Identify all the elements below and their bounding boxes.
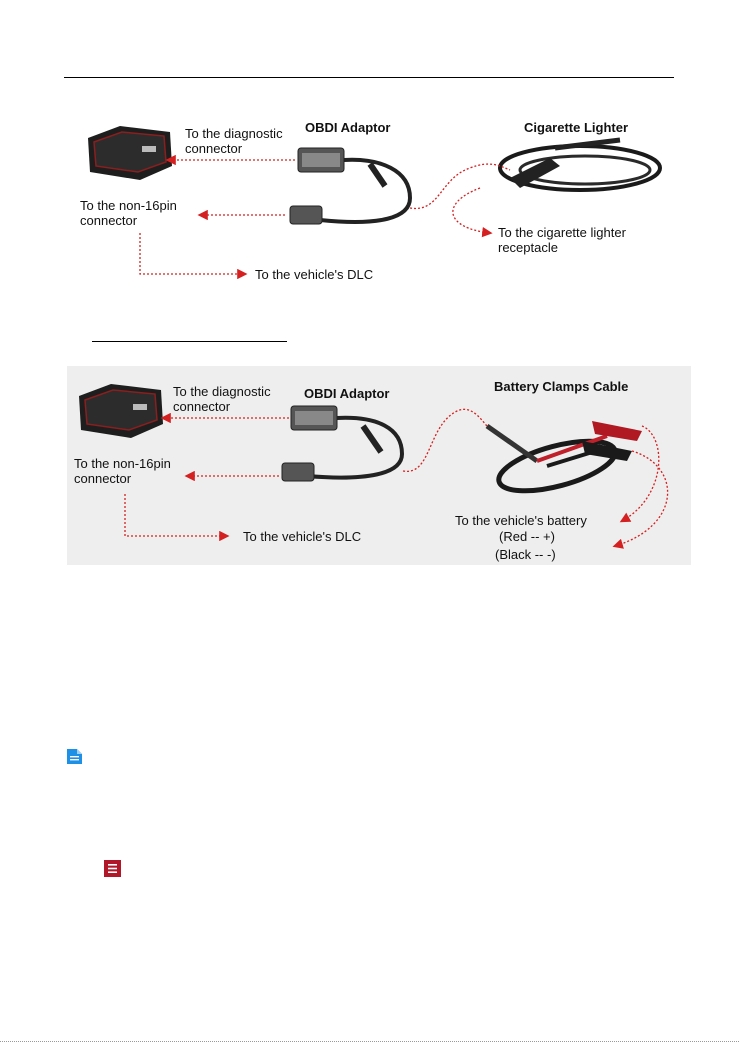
caption-underline <box>92 341 287 342</box>
receptacle-label-line1: To the cigarette lighter <box>498 225 627 240</box>
diagnostic-connector-device <box>79 384 163 438</box>
diagnostic-label-line2: connector <box>185 141 243 156</box>
receptacle-label-line2: receptacle <box>498 240 558 255</box>
footer-rule <box>0 1041 739 1042</box>
figure-1-diagram: OBDI Adaptor Cigarette Lighter To the di… <box>80 120 662 282</box>
cigarette-lighter-cable <box>498 137 662 192</box>
figure-obdi-cigarette-lighter: OBDI Adaptor Cigarette Lighter To the di… <box>80 108 680 293</box>
non16pin-label-line2: connector <box>74 471 132 486</box>
obdi-adaptor-cable <box>281 405 405 482</box>
adaptor-title: OBDI Adaptor <box>305 120 390 135</box>
non16pin-label-line2: connector <box>80 213 138 228</box>
menu-icon <box>104 860 121 877</box>
obdi-adaptor-cable <box>289 147 413 225</box>
diagnostic-connector-device <box>88 126 172 180</box>
diagnostic-label-line1: To the diagnostic <box>185 126 283 141</box>
battery-label-line3: (Black -- -) <box>495 547 556 562</box>
diagnostic-label-line1: To the diagnostic <box>173 384 271 399</box>
header-rule <box>64 77 674 78</box>
diagnostic-label-line2: connector <box>173 399 231 414</box>
adaptor-title: OBDI Adaptor <box>304 386 389 401</box>
non16pin-label-line1: To the non-16pin <box>74 456 171 471</box>
dlc-label: To the vehicle's DLC <box>255 267 373 282</box>
figure-obdi-battery-clamps: OBDI Adaptor Battery Clamps Cable To the… <box>67 366 691 565</box>
accessory-title: Battery Clamps Cable <box>494 379 628 394</box>
battery-label-line1: To the vehicle's battery <box>455 513 587 528</box>
dlc-label: To the vehicle's DLC <box>243 529 361 544</box>
battery-label-line2: (Red -- +) <box>499 529 555 544</box>
non16pin-label-line1: To the non-16pin <box>80 198 177 213</box>
accessory-title: Cigarette Lighter <box>524 120 628 135</box>
note-icon <box>66 748 83 765</box>
battery-clamps-cable <box>485 421 642 494</box>
figure-2-diagram: OBDI Adaptor Battery Clamps Cable To the… <box>74 379 669 562</box>
